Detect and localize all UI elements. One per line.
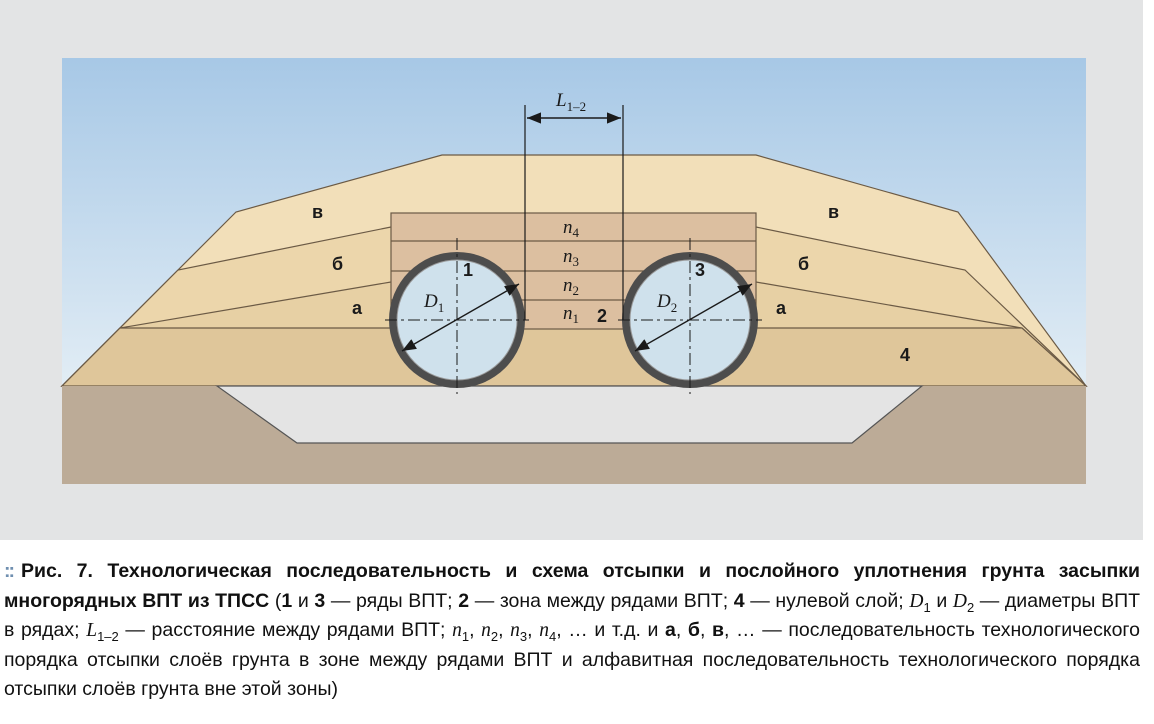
caption-num: 1 <box>281 589 293 612</box>
trench <box>215 385 924 444</box>
caption-num: 4 <box>733 589 745 612</box>
caption-num: 2 <box>458 589 470 612</box>
layer-b-left-label: б <box>332 254 343 274</box>
caption-text: и <box>292 589 315 612</box>
caption-text: , … — последовательность технологическог… <box>4 619 1140 700</box>
caption-sub: 1–2 <box>97 628 119 644</box>
backfill-diagram: L1–2 в б а в б а 4 n4 n3 n2 n1 1 3 2 D1 … <box>60 58 1088 484</box>
zero-layer-label: 4 <box>900 345 910 365</box>
zone-2-label: 2 <box>597 306 607 326</box>
figure-caption: ::Рис. 7. Технологическая последовательн… <box>4 557 1140 705</box>
caption-sub: 3 <box>519 628 528 644</box>
caption-text: — ряды ВПТ; <box>325 589 459 612</box>
layer-a-left-label: а <box>352 298 363 318</box>
caption-fig-label: Рис. 7. <box>21 560 93 582</box>
caption-text: — расстояние между рядами ВПТ; <box>118 619 453 641</box>
layer-a-right-label: а <box>776 298 787 318</box>
n3-label: n3 <box>563 246 579 269</box>
caption-sub: 2 <box>490 628 499 644</box>
d2-dimension <box>634 283 753 352</box>
caption-title: Технологическая последовательность и схе… <box>4 560 1141 612</box>
layer-b-right-label: б <box>798 254 809 274</box>
zero-layer <box>60 327 1088 387</box>
caption-text: , <box>469 619 482 641</box>
caption-text: — диаметры ВПТ в рядах; <box>4 589 1140 642</box>
n1-label: n1 <box>563 303 579 326</box>
d1-label: D1 <box>423 291 444 315</box>
caption-letter: в <box>712 619 725 641</box>
caption-text: , <box>498 619 511 641</box>
pipe-row-1 <box>385 238 529 394</box>
caption-text: — зона между рядами ВПТ; <box>469 589 734 612</box>
d1-dimension <box>401 283 520 352</box>
caption-text: , … и т.д. и <box>556 619 666 641</box>
caption-symbol: n <box>452 620 462 641</box>
caption-text: ( <box>269 589 282 612</box>
caption-num: 3 <box>314 589 326 612</box>
caption-sub: 1 <box>923 599 931 615</box>
caption-sub: 2 <box>966 599 975 615</box>
caption-symbol: n <box>481 620 491 641</box>
caption-bullet-icon: :: <box>4 560 15 582</box>
caption-symbol: L <box>86 620 98 641</box>
pipe-row-3 <box>618 238 762 394</box>
caption-text: , <box>699 619 713 641</box>
layer-v-right-label: в <box>828 202 839 222</box>
n4-label: n4 <box>563 217 580 240</box>
layer-v-left-label: в <box>312 202 323 222</box>
n2-label: n2 <box>563 275 579 298</box>
caption-text: и <box>930 589 953 612</box>
caption-letter: б <box>687 619 700 641</box>
caption-symbol: D <box>952 590 967 612</box>
caption-sub: 1 <box>461 628 470 644</box>
caption-text: — нулевой слой; <box>744 589 910 612</box>
d2-label: D2 <box>656 291 677 315</box>
row-1-label: 1 <box>463 260 473 280</box>
caption-symbol: n <box>539 620 549 641</box>
caption-text: , <box>675 619 688 641</box>
row-3-label: 3 <box>695 260 705 280</box>
caption-symbol: D <box>909 590 924 612</box>
l12-label: L1–2 <box>555 90 586 114</box>
caption-text: , <box>527 619 540 641</box>
caption-sub: 4 <box>548 628 557 644</box>
caption-letter: а <box>665 619 676 641</box>
caption-symbol: n <box>510 620 520 641</box>
